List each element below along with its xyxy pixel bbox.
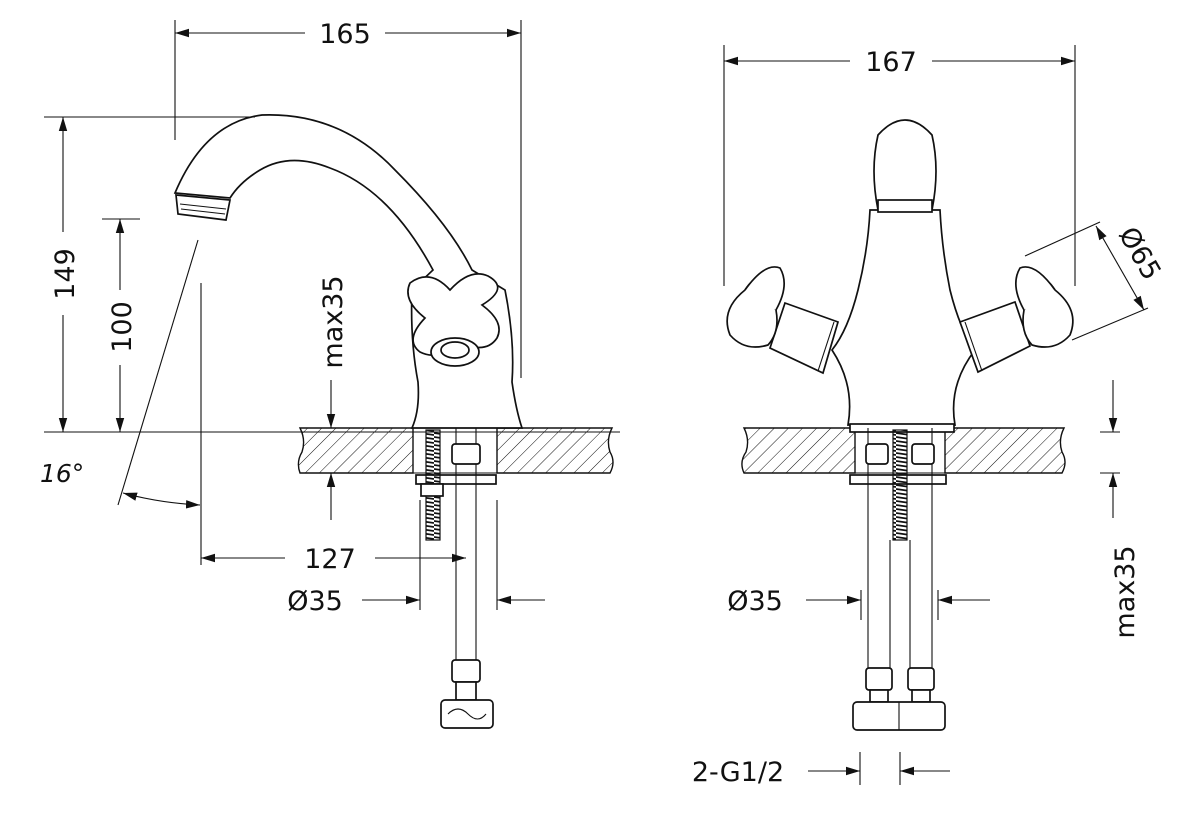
dimension-angle-16: 16° [40,459,201,509]
front-right-handle [958,266,1074,374]
dimension-149: 149 [50,117,81,432]
label-handle-diameter: Ø65 [1112,222,1167,286]
dimension-thread-g12: 2-G1/2 [692,757,950,788]
label-spout-clearance-100: 100 [107,301,138,353]
label-hole-diameter-front: Ø35 [727,586,783,617]
label-spout-angle: 16° [40,459,84,488]
label-max-counter-side: max35 [318,275,349,368]
side-countertop [297,427,614,474]
dimension-165: 165 [175,19,521,50]
label-connection-thread: 2-G1/2 [692,757,784,788]
dimension-hole-side: Ø35 [287,586,545,617]
dimension-hole-front: Ø35 [727,586,990,617]
front-under-counter [849,428,947,731]
dimension-127: 127 [201,544,466,575]
dimension-max35-front: max35 [1108,380,1141,639]
label-hole-diameter-side: Ø35 [287,586,343,617]
label-overall-width-165: 165 [319,19,371,50]
front-countertop [741,427,1066,474]
side-faucet-body [173,114,524,429]
side-cross-handle [407,273,500,367]
side-extension-lines [44,20,620,610]
side-under-counter [415,428,497,729]
dimension-max35-side: max35 [318,275,349,520]
dimension-100: 100 [107,219,138,432]
label-max-counter-front: max35 [1110,545,1141,638]
front-left-handle [726,266,840,375]
label-overall-height-149: 149 [50,248,81,300]
label-spout-reach-127: 127 [304,544,356,575]
front-view: 167 Ø65 max35 Ø35 2-G1/2 [692,45,1167,788]
dimension-167: 167 [724,47,1075,78]
front-extension-lines [723,45,1149,785]
label-overall-width-167: 167 [865,47,917,78]
side-view: 165 149 100 max35 16° 127 [40,19,620,729]
front-faucet-body [830,119,977,433]
dimension-handle-65: Ø65 [1095,222,1167,311]
